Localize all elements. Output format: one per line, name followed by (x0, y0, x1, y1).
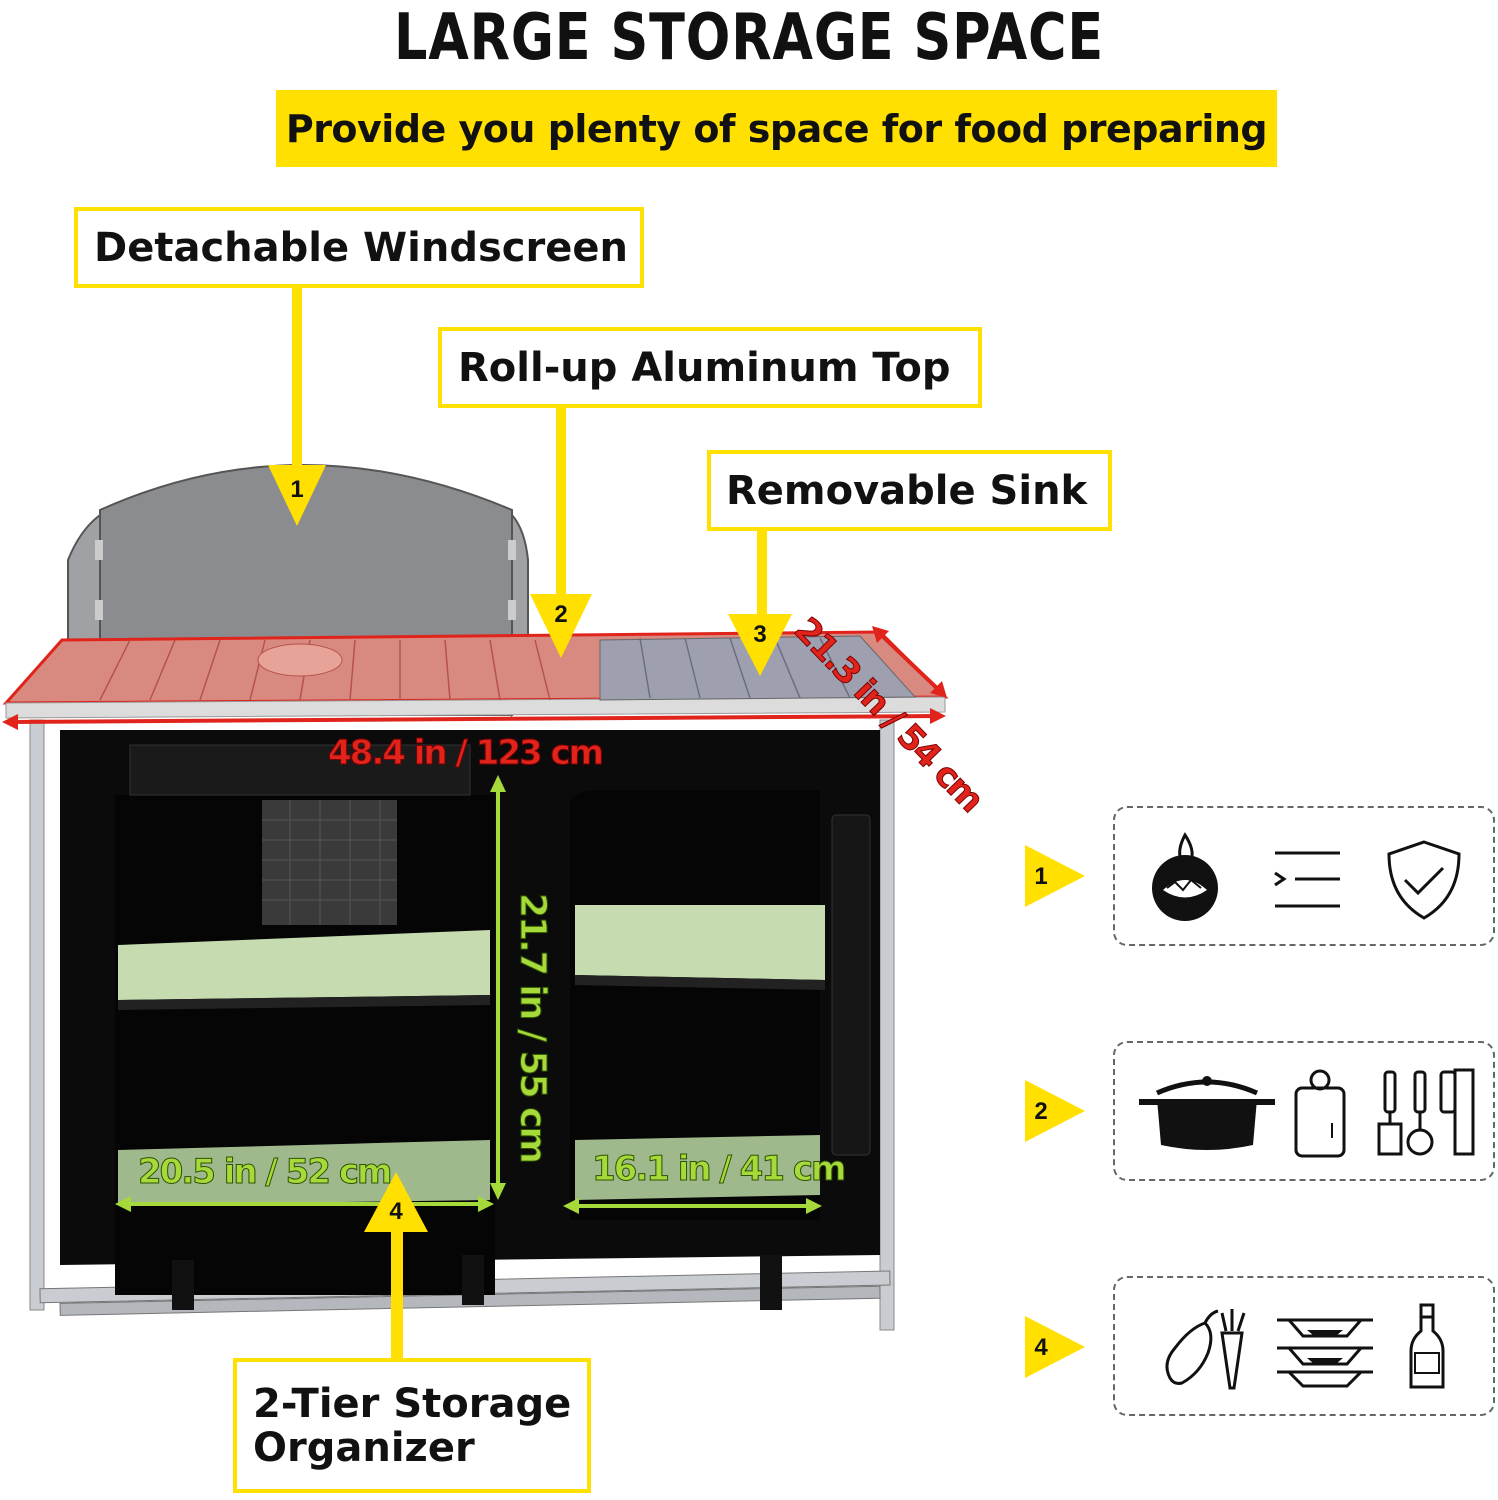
callout-storage-organizer: 2-Tier Storage Organizer (233, 1358, 591, 1493)
height-dimension-arrow (490, 775, 506, 1200)
callout-label: Roll-up Aluminum Top (458, 344, 951, 391)
row-number-2: 2 (1034, 1098, 1048, 1125)
subtitle: Provide you plenty of space for food pre… (285, 106, 1268, 151)
left-shelf-dimension-label: 20.5 in / 52 cm (137, 1152, 392, 1193)
callout-number-3: 3 (753, 621, 767, 648)
row-number-1: 1 (1034, 863, 1048, 890)
width-dimension-arrow (2, 708, 946, 730)
row-number-marker-2 (1025, 1080, 1085, 1142)
stacked-bowls-icon (1277, 1318, 1373, 1388)
width-dimension-label: 48.4 in / 123 cm (327, 733, 604, 774)
feature-row-4 (1113, 1276, 1495, 1416)
callout-number-1: 1 (290, 476, 304, 503)
row-number-marker-4 (1025, 1316, 1085, 1378)
right-shelf-dimension-label: 16.1 in / 41 cm (591, 1149, 846, 1190)
feature-row-2 (1113, 1041, 1495, 1181)
row-number-marker-1 (1025, 845, 1085, 907)
height-dimension-label: 21.7 in / 55 cm (512, 893, 554, 1163)
bottle-icon (1409, 1303, 1445, 1389)
cutting-board-icon (1294, 1069, 1346, 1158)
row-number-4: 4 (1034, 1334, 1048, 1361)
callout-detachable-windscreen: Detachable Windscreen (74, 207, 644, 288)
cabinet (29, 719, 895, 1331)
callout-number-2: 2 (554, 601, 568, 628)
utensils-icon (1377, 1068, 1475, 1156)
callout-label: Detachable Windscreen (94, 224, 628, 271)
callout-label-line2: Organizer (253, 1424, 475, 1471)
right-shelf-dimension-arrow (563, 1198, 822, 1214)
water-repellent-icon (1152, 832, 1218, 921)
callout-removable-sink: Removable Sink (707, 450, 1112, 531)
cooking-pot-icon (1139, 1076, 1275, 1150)
callout-label-line1: 2-Tier Storage (253, 1380, 572, 1427)
page-title: LARGE STORAGE SPACE (393, 1, 1105, 75)
subtitle-banner: Provide you plenty of space for food pre… (276, 90, 1277, 167)
callout-arrows (268, 286, 792, 1363)
callout-roll-up-aluminum-top: Roll-up Aluminum Top (438, 327, 982, 408)
list-icon (1274, 851, 1340, 908)
shield-check-icon (1387, 840, 1461, 920)
vegetables-icon (1165, 1309, 1246, 1390)
left-shelf-dimension-arrow (115, 1196, 494, 1212)
callout-label: Removable Sink (726, 467, 1088, 514)
feature-row-1 (1113, 806, 1495, 946)
callout-number-4: 4 (389, 1198, 403, 1225)
tabletop (2, 630, 949, 719)
depth-dimension-arrow (872, 626, 947, 698)
